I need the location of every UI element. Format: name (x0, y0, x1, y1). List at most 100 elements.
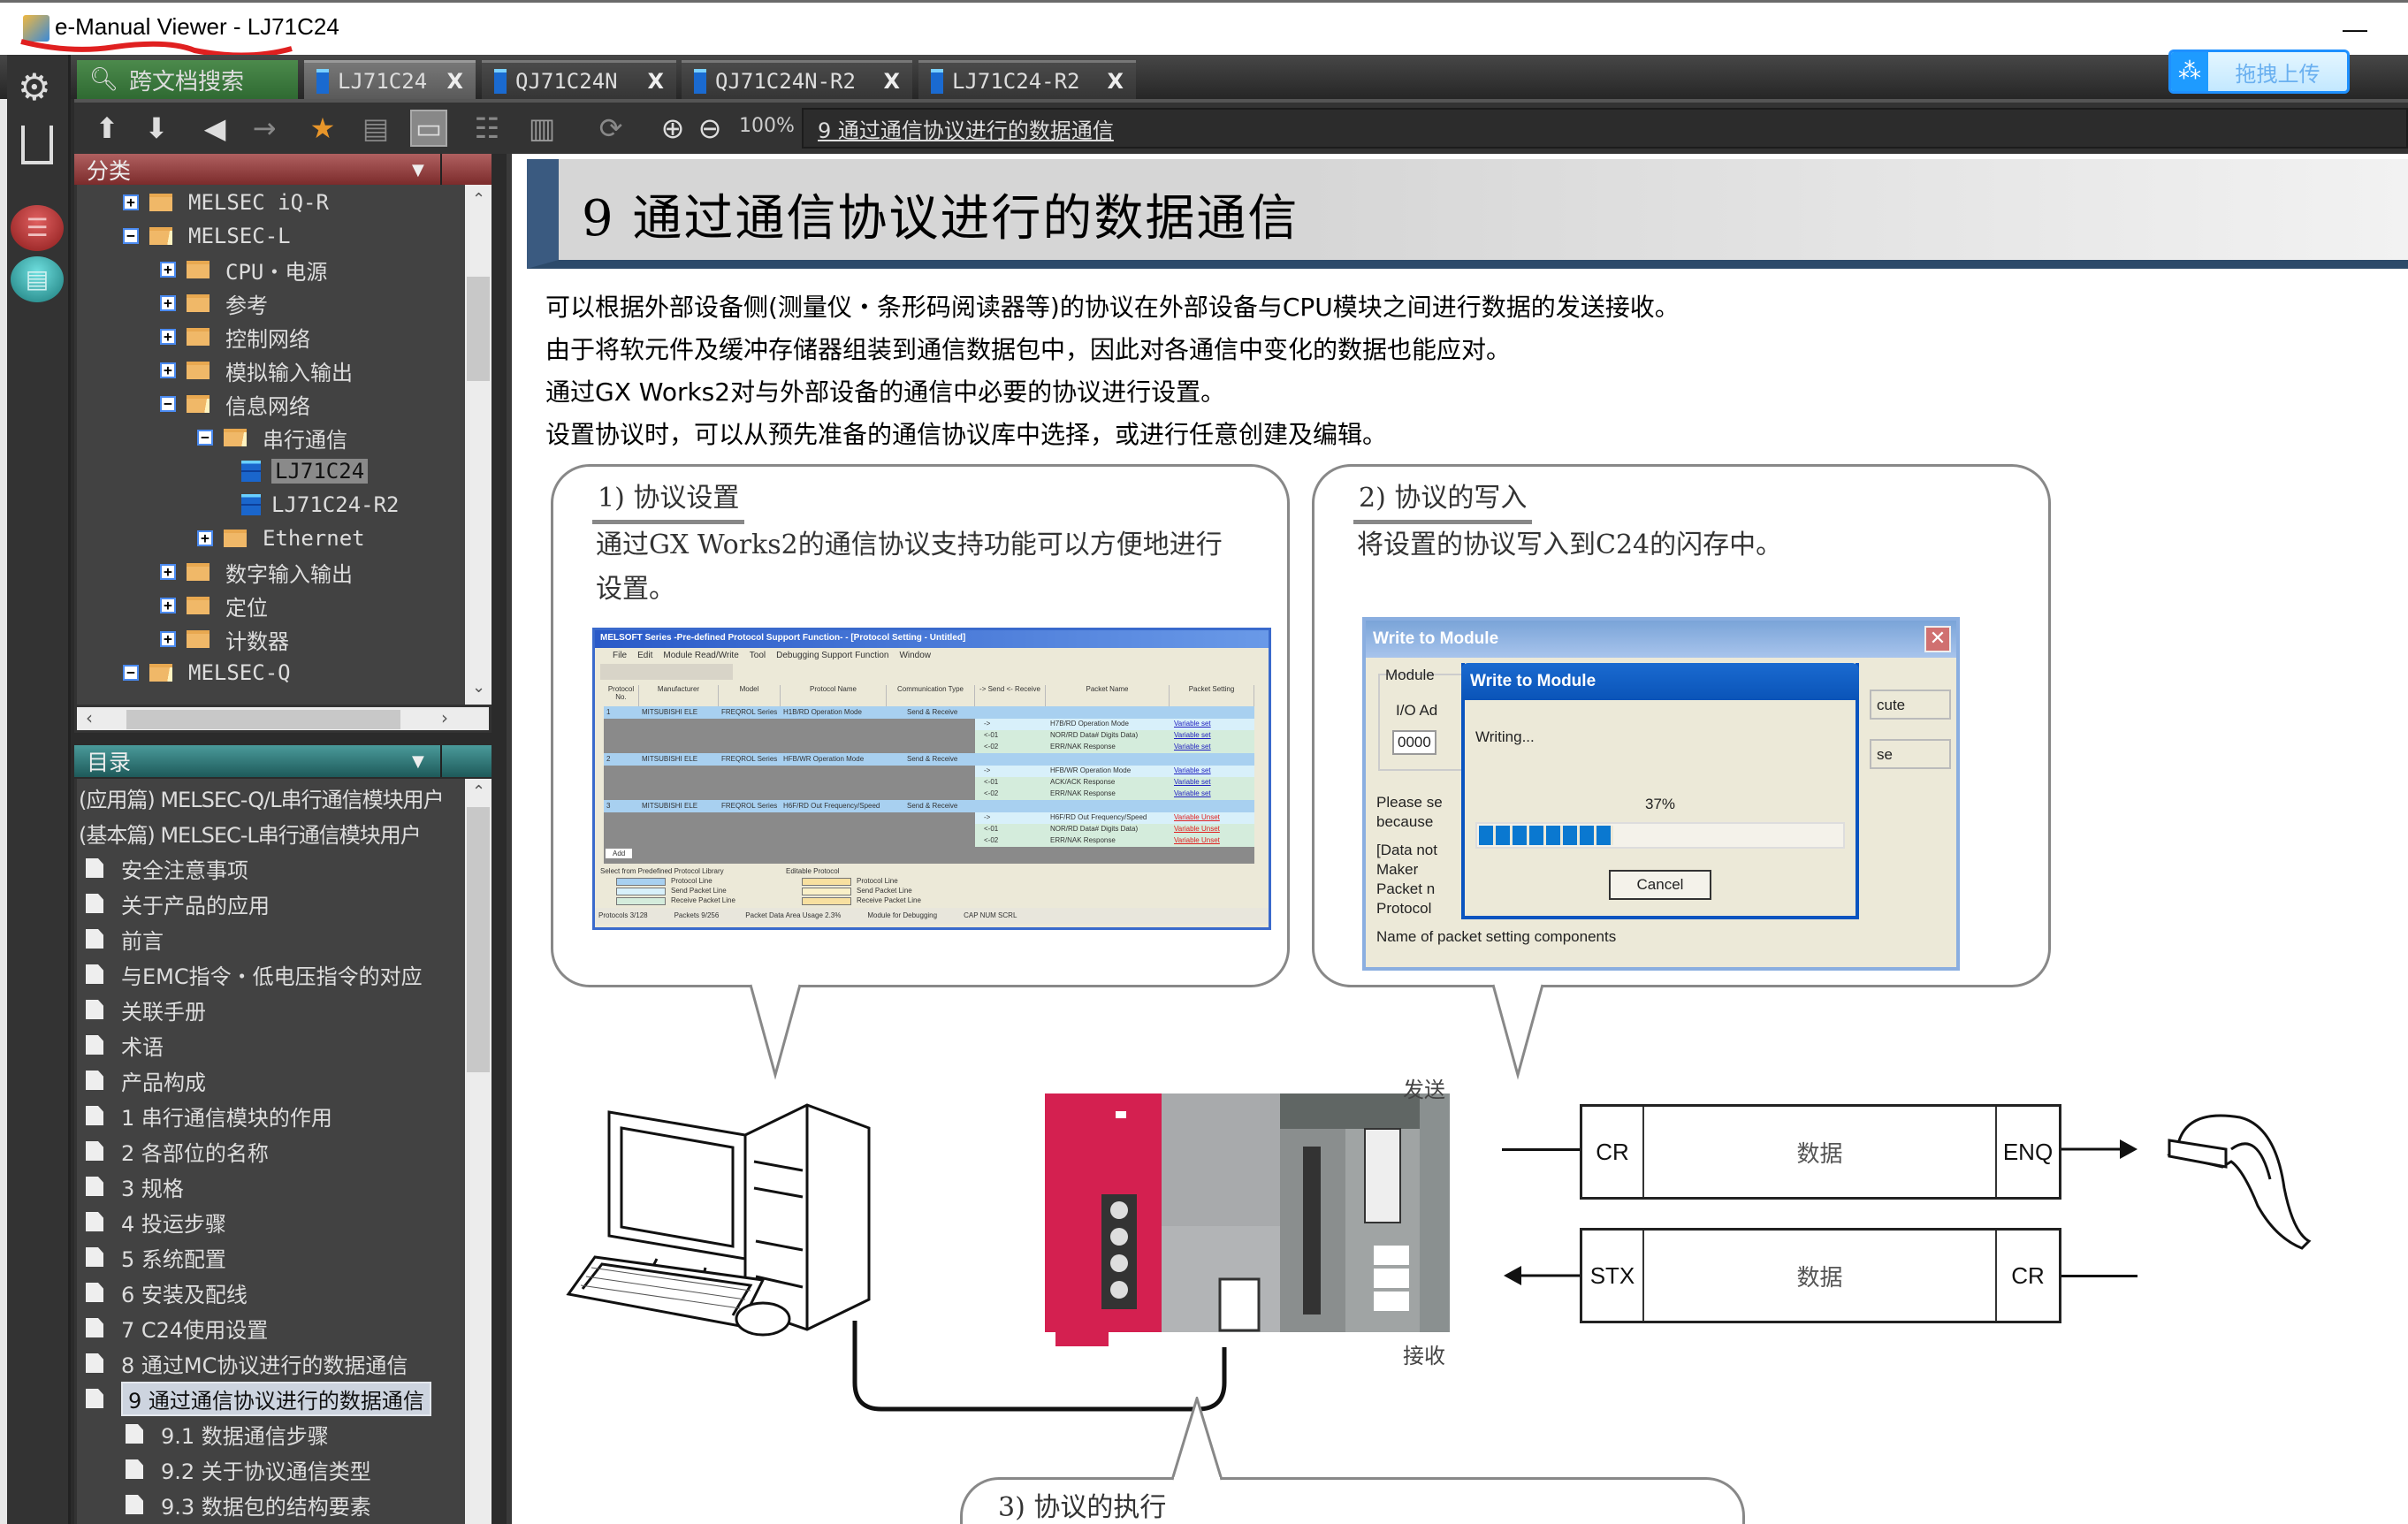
scroll-up-icon[interactable]: ⌃ (472, 782, 486, 801)
packet-setting-link[interactable]: Variable set (1174, 720, 1211, 728)
close-tab-icon[interactable]: X (446, 68, 463, 94)
tree-item[interactable]: −信息网络 (160, 388, 310, 420)
expand-icon[interactable]: + (160, 295, 176, 311)
scroll-thumb[interactable] (467, 807, 490, 1072)
scroll-thumb[interactable] (467, 277, 490, 381)
zoom-level[interactable]: 100% (739, 115, 795, 137)
toc-item[interactable]: 6 安装及配线 (86, 1276, 248, 1309)
expand-icon[interactable]: + (160, 362, 176, 378)
packet-setting-link[interactable]: Variable Unset (1174, 836, 1220, 844)
packet-setting-link[interactable]: Variable set (1174, 766, 1211, 774)
expand-icon[interactable]: + (160, 598, 176, 613)
expand-icon[interactable]: + (160, 262, 176, 278)
scroll-down-icon[interactable]: ⌄ (472, 678, 486, 697)
toc-item[interactable]: 安全注意事项 (86, 851, 248, 885)
collapse-icon[interactable]: − (123, 228, 139, 244)
tree-item[interactable]: +模拟输入输出 (160, 354, 353, 386)
tree-item[interactable]: −串行通信 (197, 422, 347, 453)
collapse-icon[interactable]: − (160, 396, 176, 412)
execute-button[interactable]: cute (1870, 690, 1951, 720)
toc-item[interactable]: 8 通过MC协议进行的数据通信 (86, 1346, 408, 1380)
packet-setting-link[interactable]: Variable Unset (1174, 813, 1220, 821)
packet-setting-link[interactable]: Variable Unset (1174, 825, 1220, 833)
minimize-button[interactable]: — (2343, 15, 2367, 42)
tree-item[interactable]: −MELSEC-Q (123, 657, 291, 689)
tree-vertical-scrollbar[interactable]: ⌃ ⌄ (465, 185, 492, 705)
tree-item[interactable]: LJ71C24 (234, 455, 369, 487)
add-button[interactable]: Add (606, 849, 633, 858)
tree-item[interactable]: LJ71C24-R2 (234, 489, 400, 521)
collapse-icon[interactable]: − (197, 430, 213, 446)
toc-vertical-scrollbar[interactable]: ⌃ (465, 779, 492, 1524)
comment-icon[interactable]: ▭ (410, 110, 447, 147)
toc-item[interactable]: 9 通过通信协议进行的数据通信 (86, 1381, 431, 1416)
toc-item[interactable]: 产品构成 (86, 1063, 206, 1097)
cross-document-search-tab[interactable]: 🔍︎ 跨文档搜索 (77, 60, 298, 99)
close-icon[interactable]: ✕ (1924, 626, 1951, 652)
columns-icon[interactable]: ▥ (528, 111, 556, 145)
packet-setting-link[interactable]: Variable set (1174, 778, 1211, 786)
scroll-left-icon[interactable]: ‹ (86, 707, 93, 728)
add-note-icon[interactable]: ▤ (362, 111, 390, 145)
drag-upload-button[interactable]: ⁂ 拖拽上传 (2168, 50, 2350, 94)
dropdown-arrow-icon[interactable]: ▼ (412, 751, 424, 771)
tree-item[interactable]: −MELSEC-L (123, 220, 291, 252)
tree-item[interactable]: +数字输入输出 (160, 556, 353, 588)
gear-icon[interactable]: ⚙ (18, 65, 51, 109)
tree-item[interactable]: +Ethernet (197, 522, 365, 554)
book-toc-icon[interactable]: ▤ (11, 256, 64, 302)
collapse-icon[interactable]: − (123, 665, 139, 681)
toc-item[interactable]: 5 系统配置 (86, 1240, 226, 1274)
toc-item[interactable]: 术语 (86, 1028, 164, 1062)
cancel-button[interactable]: Cancel (1609, 870, 1711, 900)
scroll-up-icon[interactable]: ⌃ (472, 190, 486, 209)
expand-icon[interactable]: + (197, 530, 213, 546)
close-tab-icon[interactable]: X (1107, 68, 1124, 94)
refresh-icon[interactable]: ⟳ (598, 111, 623, 145)
category-panel-header[interactable]: 分类▼ (74, 154, 492, 186)
tree-item[interactable]: +控制网络 (160, 321, 310, 353)
tree-item[interactable]: +定位 (160, 590, 268, 621)
toc-item[interactable]: 9.3 数据包的结构要素 (126, 1488, 371, 1521)
tree-horizontal-scrollbar[interactable]: ‹ › (74, 705, 492, 733)
toc-item[interactable]: 4 投运步骤 (86, 1205, 226, 1238)
toc-item[interactable]: 与EMC指令・低电压指令的对应 (86, 957, 423, 991)
arrow-up-icon[interactable]: ⬆ (95, 111, 119, 145)
tree-item[interactable]: +计数器 (160, 623, 289, 655)
toc-item[interactable]: (应用篇) MELSEC-Q/L串行通信模块用户 (79, 781, 445, 814)
packet-setting-link[interactable]: Variable set (1174, 743, 1211, 751)
toc-item[interactable]: 关于产品的应用 (86, 887, 270, 920)
packet-setting-link[interactable]: Variable set (1174, 789, 1211, 797)
add-bookmark-star-icon[interactable]: ★ (309, 111, 336, 145)
arrow-down-icon[interactable]: ⬇ (144, 111, 169, 145)
list-icon[interactable]: ☷ (474, 111, 500, 145)
expand-icon[interactable]: + (160, 329, 176, 345)
back-icon[interactable]: ◀ (203, 111, 226, 145)
toc-panel-header[interactable]: 目录▼ (74, 745, 492, 777)
breadcrumb-link[interactable]: 9 通过通信协议进行的数据通信 (818, 118, 1114, 143)
expand-icon[interactable]: + (160, 564, 176, 580)
toc-item[interactable]: 关联手册 (86, 993, 206, 1026)
toc-item[interactable]: 1 串行通信模块的作用 (86, 1099, 332, 1132)
packet-setting-link[interactable]: Variable set (1174, 731, 1211, 739)
toc-item[interactable]: (基本篇) MELSEC-L串行通信模块用户 (79, 816, 422, 850)
io-address-field[interactable]: 0000 (1392, 730, 1436, 755)
expand-icon[interactable]: + (123, 194, 139, 210)
tree-item[interactable]: +MELSEC iQ-R (123, 187, 329, 218)
zoom-out-icon[interactable]: ⊖ (697, 111, 722, 145)
expand-icon[interactable]: + (160, 631, 176, 647)
toc-item[interactable]: 2 各部位的名称 (86, 1134, 269, 1168)
tree-item[interactable]: +CPU・电源 (160, 254, 327, 286)
close-tab-icon[interactable]: X (883, 68, 900, 94)
dropdown-arrow-icon[interactable]: ▼ (412, 160, 424, 179)
forward-icon[interactable]: → (252, 111, 277, 145)
category-tree-icon[interactable]: ☰ (11, 205, 64, 251)
toc-item[interactable]: 7 C24使用设置 (86, 1311, 268, 1345)
toc-item[interactable]: 9.1 数据通信步骤 (126, 1417, 329, 1451)
scroll-right-icon[interactable]: › (441, 707, 448, 728)
scroll-thumb[interactable] (126, 710, 400, 729)
